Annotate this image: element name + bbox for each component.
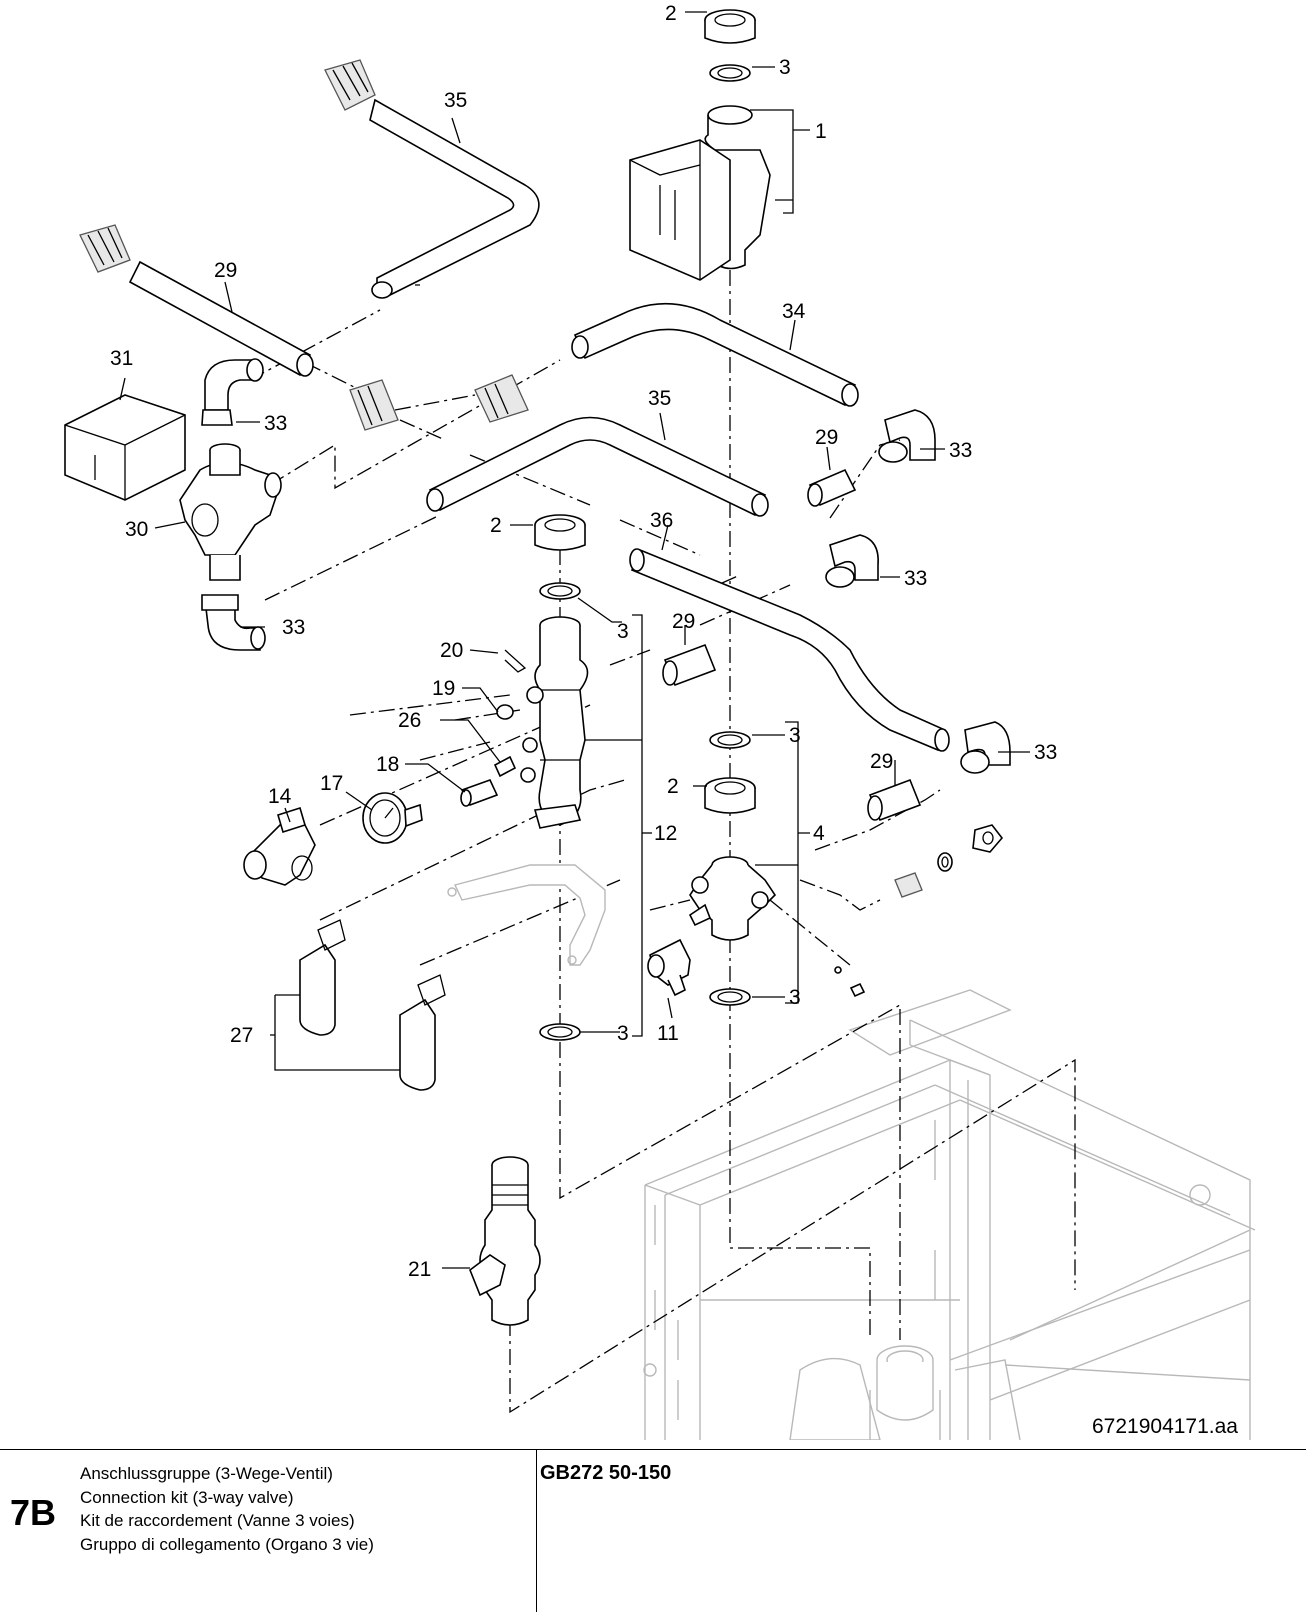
- callout-34: 34: [782, 300, 806, 323]
- part-manifold-12: [520, 616, 589, 829]
- callout-29-right-upper: 29: [815, 426, 838, 449]
- part-elbow-33-right-3: [960, 721, 1011, 774]
- part-actuator-31: [64, 394, 186, 501]
- callout-20: 20: [440, 639, 463, 662]
- title-list: Anschlussgruppe (3-Wege-Ventil) Connecti…: [80, 1462, 374, 1556]
- part-fitting-29-upper: [79, 224, 131, 273]
- part-clip-20: [504, 649, 527, 673]
- part-valve-14: [243, 806, 316, 886]
- title-german: Anschlussgruppe (3-Wege-Ventil): [80, 1464, 333, 1483]
- part-fitting-35-upper: [324, 59, 376, 111]
- part-pipe-29-upper: [128, 260, 314, 377]
- part-pipe-35-upper: [369, 98, 540, 299]
- callout-36: 36: [650, 509, 673, 532]
- callout-19: 19: [432, 677, 455, 700]
- callout-14: 14: [268, 785, 292, 808]
- part-circulation-pump: [629, 105, 771, 281]
- callout-1: 1: [815, 120, 827, 143]
- part-elbow-33-right-1: [878, 409, 936, 463]
- callout-labels: 2 3 1 35 29 34 31 33 33 35 29 33 30 2 36…: [110, 2, 1057, 1281]
- part-valve-21: [469, 1156, 541, 1326]
- part-handle-27-b: [399, 974, 446, 1091]
- part-ring-19: [496, 704, 514, 720]
- callout-33-right-1: 33: [949, 439, 972, 462]
- callout-29-right-lower: 29: [870, 750, 893, 773]
- boiler-frame-outline: [643, 989, 1256, 1440]
- callout-27: 27: [230, 1024, 253, 1047]
- title-english: Connection kit (3-way valve): [80, 1487, 294, 1507]
- title-block: 7B Anschlussgruppe (3-Wege-Ventil) Conne…: [0, 1449, 1306, 1612]
- callout-3-mid: 3: [617, 620, 629, 643]
- callout-31: 31: [110, 347, 133, 370]
- callout-33-upper-left: 33: [264, 412, 287, 435]
- callout-30: 30: [125, 518, 148, 541]
- model-number: GB272 50-150: [540, 1462, 672, 1484]
- callout-33-right-2: 33: [904, 567, 927, 590]
- figure-number: 7B: [10, 1492, 57, 1533]
- callout-26: 26: [398, 709, 421, 732]
- callout-33-lower-left: 33: [282, 616, 305, 639]
- part-seal-3-right-b: [709, 988, 751, 1006]
- callout-3-lower-left: 3: [617, 1022, 629, 1045]
- title-block-divider: [536, 1450, 537, 1612]
- part-three-way-valve-30: [179, 443, 282, 581]
- part-elbow-33-lower-left: [201, 594, 266, 651]
- part-elbow-33-right-2: [825, 534, 879, 588]
- callout-3-right-b: 3: [789, 986, 801, 1009]
- callout-18: 18: [376, 753, 399, 776]
- callout-2-top: 2: [665, 2, 677, 25]
- part-seal-top: [709, 64, 751, 82]
- part-union-nut-top: [704, 9, 756, 44]
- part-fitting-mid-2: [474, 374, 529, 423]
- exploded-parts-diagram: 2 3 1 35 29 34 31 33 33 35 29 33 30 2 36…: [64, 2, 1256, 1440]
- part-plug-26: [493, 755, 517, 778]
- callout-4: 4: [813, 822, 825, 845]
- part-sleeve-29-a: [807, 468, 857, 507]
- part-sleeve-29-b: [662, 643, 717, 687]
- callout-leaders: [119, 11, 1030, 1269]
- part-seal-3-right-a: [709, 731, 751, 749]
- callout-12: 12: [654, 822, 677, 845]
- callout-29-mid: 29: [672, 610, 695, 633]
- part-bracket: [447, 864, 606, 966]
- callout-35-lower: 35: [648, 387, 671, 410]
- callout-17: 17: [320, 772, 343, 795]
- part-pipe-35-lower: [426, 416, 769, 517]
- callout-33-right-3: 33: [1034, 741, 1057, 764]
- part-union-nut-2-right: [704, 777, 756, 814]
- callout-29-upper: 29: [214, 259, 237, 282]
- part-sleeve-29-c: [867, 778, 922, 822]
- part-small-fittings-right: [834, 824, 1004, 998]
- title-italian: Gruppo di collegamento (Organo 3 vie): [80, 1534, 374, 1554]
- part-handle-27-a: [299, 919, 346, 1036]
- part-elbow-33-upper: [201, 358, 264, 426]
- drawing-number: 6721904171.aa: [1092, 1415, 1238, 1438]
- part-seal-3-lower-left: [539, 1023, 581, 1041]
- part-valve-body-4: [688, 856, 777, 941]
- callout-3-right-a: 3: [789, 724, 801, 747]
- part-union-nut-2-mid: [534, 514, 586, 551]
- part-pipe-36: [629, 548, 950, 752]
- callout-35-upper: 35: [444, 89, 467, 112]
- part-gauge-17: [362, 792, 423, 844]
- callout-21: 21: [408, 1258, 431, 1281]
- part-pipe-34: [571, 302, 859, 407]
- part-fitting-mid: [349, 379, 399, 431]
- callout-2-right: 2: [667, 775, 679, 798]
- callout-2-mid: 2: [490, 514, 502, 537]
- callout-11: 11: [657, 1022, 679, 1045]
- part-seal-3-mid: [539, 582, 581, 600]
- callout-3-top: 3: [779, 56, 791, 79]
- title-french: Kit de raccordement (Vanne 3 voies): [80, 1511, 355, 1530]
- part-valve-18: [460, 779, 499, 807]
- part-sensor-11: [647, 938, 691, 997]
